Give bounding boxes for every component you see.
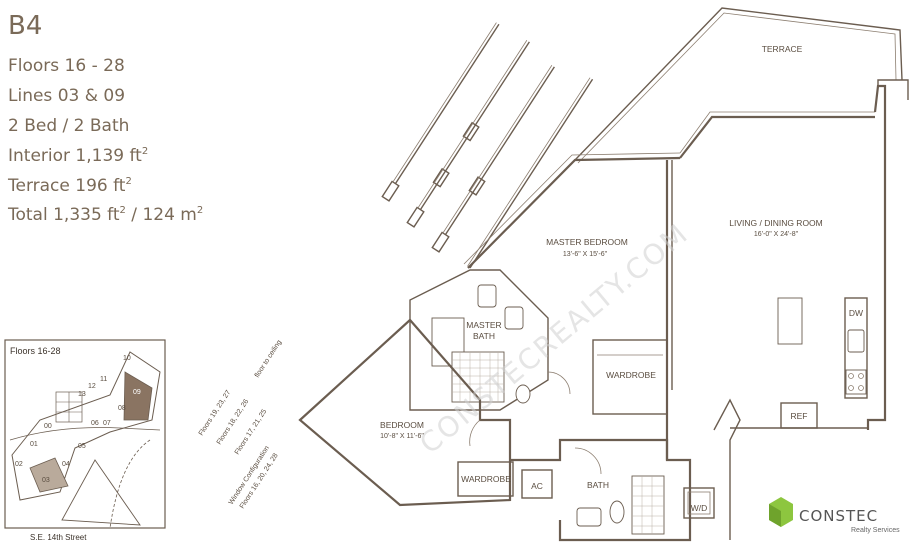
terrace-railing: [577, 12, 897, 164]
master-toilet: [515, 384, 531, 404]
window-strip-1: [381, 22, 500, 202]
spec-total-sup-1: 2: [120, 205, 126, 216]
washer-dryer: [683, 487, 715, 519]
spec-terrace-sup: 2: [125, 176, 131, 187]
label-master: MASTER BEDROOM: [546, 237, 628, 247]
key-unit-10: 10: [123, 355, 131, 362]
label-bedroom-dim: 10'-8" X 11'-6": [380, 433, 424, 440]
label-master-wardrobe: WARDROBE: [606, 370, 656, 380]
key-unit-09: 09: [133, 389, 141, 396]
label-floor-to-ceiling: floor to ceiling: [254, 339, 283, 379]
key-unit-05: 05: [78, 443, 86, 450]
street-curve: [9, 427, 161, 441]
spec-interior-sup: 2: [142, 146, 148, 157]
spec-terrace-text: Terrace 196 ft: [7, 176, 126, 196]
label-wardrobe: WARDROBE: [461, 474, 511, 484]
street-label: S.E. 14th Street: [30, 533, 87, 542]
unit-name: B4: [8, 11, 42, 41]
spec-beds: 2 Bed / 2 Bath: [8, 116, 129, 136]
bedroom-wardrobe: [457, 461, 514, 497]
key-unit-02: 02: [15, 461, 23, 468]
bath-shower-tiles: [631, 475, 665, 535]
brand-tagline: Realty Services: [851, 527, 900, 534]
label-bedroom: BEDROOM: [380, 420, 424, 430]
kitchen-island: [777, 297, 803, 345]
key-unit-08: 08: [118, 405, 126, 412]
bedroom-outline: [298, 318, 512, 507]
terrace-end-wall: [877, 79, 909, 100]
brand-name: CONSTEC: [799, 507, 878, 525]
spec-lines: Lines 03 & 09: [8, 86, 125, 106]
master-glazing: [467, 156, 681, 269]
terrace-edge: [574, 7, 903, 161]
building-footprint: [11, 351, 161, 501]
spec-total-sup-2: 2: [197, 205, 203, 216]
entry-wall: [713, 398, 741, 540]
key-unit-04: 04: [62, 461, 70, 468]
bath-outline: [510, 438, 692, 542]
kitchen-counter: [844, 297, 868, 399]
key-plan-title: Floors 16-28: [10, 346, 61, 356]
key-unit-07: 07: [103, 420, 111, 427]
master-bath-door-swing: [547, 371, 571, 395]
label-terrace: TERRACE: [762, 44, 803, 54]
key-unit-11: 11: [100, 376, 107, 383]
label-living: LIVING / DINING ROOM: [729, 218, 823, 228]
key-plan-frame: [4, 339, 166, 529]
living-glazing: [679, 115, 875, 159]
window-strip-3: [431, 65, 555, 253]
bath-toilet: [609, 500, 625, 524]
unit-09-highlight: [123, 371, 153, 421]
refrigerator: [780, 402, 818, 429]
label-ref: REF: [791, 411, 808, 421]
label-bath: BATH: [587, 480, 609, 490]
unit-floor-plan: [298, 7, 909, 542]
plaza-triangle: [61, 459, 141, 526]
key-plan: Floors 16-28 10 11 12 13 09 08 07 06 05 …: [4, 339, 166, 529]
sink-1: [477, 284, 497, 308]
sink-2: [504, 306, 524, 330]
label-dw: DW: [849, 308, 863, 318]
label-living-dim: 16'-0" X 24'-8": [754, 231, 799, 238]
cooktop: [845, 369, 867, 395]
window-strip-2: [406, 40, 530, 228]
constec-logo: CONSTEC Realty Services: [769, 497, 900, 534]
spec-terrace: Terrace 196 ft2: [7, 176, 132, 196]
key-unit-06: 06: [91, 420, 99, 427]
key-unit-00: 00: [44, 423, 52, 430]
label-master-dim: 13'-6" X 15'-6": [563, 251, 608, 258]
spec-total: Total 1,335 ft2 / 124 m2: [7, 205, 203, 225]
ac-closet: [521, 469, 553, 499]
key-unit-03: 03: [42, 477, 50, 484]
master-wardrobe: [592, 339, 668, 415]
spec-interior: Interior 1,139 ft2: [8, 146, 148, 166]
bath-sink: [576, 507, 602, 527]
bedroom-door-swing: [469, 419, 481, 447]
bath-door-swing: [574, 447, 602, 475]
east-wall: [866, 84, 887, 430]
label-master-bath-1: MASTER: [466, 320, 501, 330]
spec-floors: Floors 16 - 28: [8, 56, 125, 76]
kitchen-sink: [847, 329, 865, 353]
constec-logo-mark: [769, 497, 793, 527]
spec-total-text: Total 1,335 ft: [7, 205, 120, 225]
spec-total-metric: / 124 m: [126, 205, 197, 225]
label-ac: AC: [531, 481, 543, 491]
window-strip-4: [467, 77, 594, 269]
spec-interior-text: Interior 1,139 ft: [8, 146, 142, 166]
key-unit-12: 12: [88, 383, 96, 390]
label-master-bath-2: BATH: [473, 331, 495, 341]
key-unit-01: 01: [30, 441, 38, 448]
key-unit-13: 13: [78, 391, 86, 398]
unit-03-highlight: [29, 457, 69, 493]
label-wd: W/D: [691, 503, 708, 513]
